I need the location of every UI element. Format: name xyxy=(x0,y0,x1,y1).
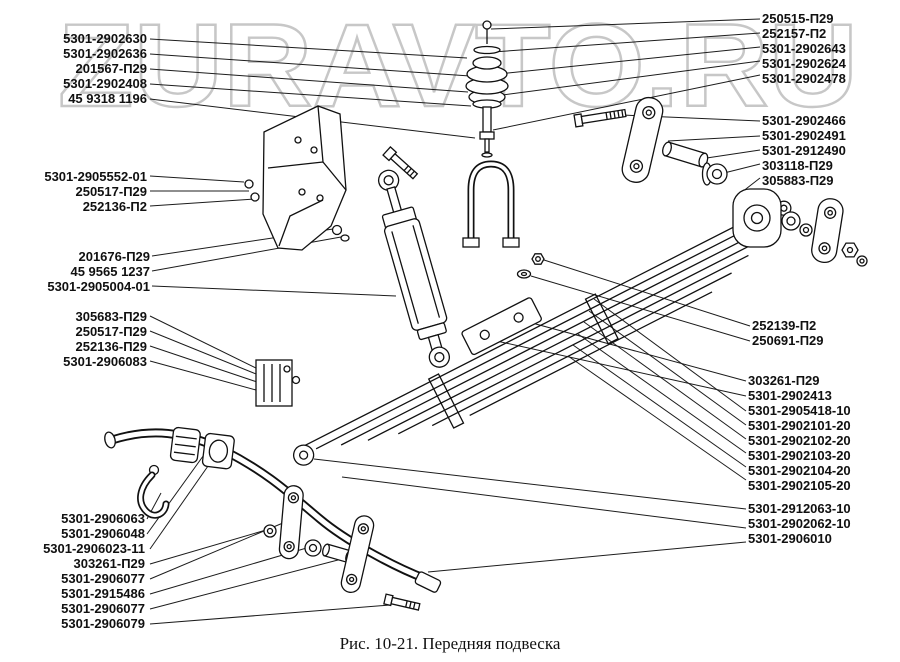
part-number-label: 5301-2902104-20 xyxy=(748,463,851,478)
part-number-label: 5301-2905552-01 xyxy=(44,169,147,184)
part-number-label: 5301-2902636 xyxy=(63,46,147,61)
part-number-label: 5301-2906063 xyxy=(61,511,145,526)
watermark: ZURAVTO.RU xyxy=(58,0,858,132)
shackle-bolt xyxy=(573,108,627,128)
part-number-label: 5301-2902630 xyxy=(63,31,147,46)
part-number-label: 5301-2906079 xyxy=(61,616,145,631)
part-number-label: 5301-2906048 xyxy=(61,526,145,541)
part-number-label: 5301-2902413 xyxy=(748,388,832,403)
part-number-label: 5301-2902408 xyxy=(63,76,147,91)
part-number-label: 5301-2902102-20 xyxy=(748,433,851,448)
part-number-label: 5301-2902643 xyxy=(762,41,846,56)
part-number-label: 250515-П29 xyxy=(762,11,834,26)
label-group-spring-assy: 5301-2912063-10 5301-2902062-10 5301-290… xyxy=(748,501,851,546)
part-number-label: 5301-2915486 xyxy=(61,586,145,601)
leaf-spring xyxy=(292,200,792,466)
part-number-label: 5301-2905418-10 xyxy=(748,403,851,418)
shackle-pin xyxy=(662,141,709,168)
rear-shackle-assembly xyxy=(732,188,868,267)
buffer-assembly xyxy=(465,20,509,158)
part-number-label: 250517-П29 xyxy=(75,184,147,199)
part-number-label: 5301-2906010 xyxy=(748,531,832,546)
part-number-label: 303261-П29 xyxy=(748,373,820,388)
shock-top-bolt xyxy=(382,146,419,180)
upper-shackle-parts xyxy=(573,96,728,186)
part-number-label: 5301-2902062-10 xyxy=(748,516,851,531)
part-number-label: 303118-П29 xyxy=(762,158,833,173)
label-group-shock: 201676-П29 45 9565 1237 5301-2905004-01 xyxy=(0,249,150,294)
part-number-label: 305683-П29 xyxy=(75,309,147,324)
label-group-buffer-parts: 5301-2902630 5301-2902636 201567-П29 530… xyxy=(0,31,147,106)
part-number-label: 5301-2902103-20 xyxy=(748,448,851,463)
part-number-label: 201676-П29 xyxy=(78,249,150,264)
label-group-stabilizer-mount: 305683-П29 250517-П29 252136-П29 5301-29… xyxy=(0,309,147,369)
part-number-label: 5301-2912490 xyxy=(762,143,846,158)
part-number-label: 252157-П2 xyxy=(762,26,827,41)
part-number-label: 252136-П29 xyxy=(75,339,147,354)
part-number-label: 5301-2906077 xyxy=(61,571,145,586)
shackle-plate xyxy=(621,96,664,183)
part-number-label: 252139-П2 xyxy=(752,318,817,333)
label-group-shackle: 5301-2902466 5301-2902491 5301-2912490 3… xyxy=(762,113,846,188)
label-group-center-fasteners: 252139-П2 250691-П29 xyxy=(752,318,824,348)
u-bolt xyxy=(462,160,520,248)
part-number-label: 5301-2902105-20 xyxy=(748,478,851,493)
part-number-label: 5301-2902478 xyxy=(762,71,846,86)
part-number-label: 5301-2902491 xyxy=(762,128,846,143)
part-number-label: 252136-П2 xyxy=(82,199,147,214)
stabilizer-cushions xyxy=(169,426,235,470)
stabilizer-bar xyxy=(104,428,442,593)
part-number-label: 5301-2902101-20 xyxy=(748,418,851,433)
part-number-label: 250517-П29 xyxy=(75,324,147,339)
part-number-label: 5301-2905004-01 xyxy=(47,279,150,294)
shock-absorber xyxy=(377,169,450,368)
label-group-buffer-fasteners: 250515-П29 252157-П2 5301-2902643 5301-2… xyxy=(762,11,846,86)
part-number-label: 5301-2902624 xyxy=(762,56,846,71)
figure-caption: Рис. 10-21. Передняя подвеска xyxy=(339,634,561,653)
part-number-label: 5301-2906077 xyxy=(61,601,145,616)
spring-pad xyxy=(461,297,542,356)
part-number-label: 305883-П29 xyxy=(762,173,834,188)
part-number-label: 201567-П29 xyxy=(75,61,147,76)
label-group-front-bracket: 5301-2905552-01 250517-П29 252136-П2 xyxy=(0,169,147,214)
part-number-label: 45 9318 1196 xyxy=(68,91,147,106)
center-nut-washer xyxy=(516,253,545,279)
front-bracket xyxy=(244,105,350,251)
part-number-label: 303261-П29 xyxy=(73,556,145,571)
part-number-label: 5301-2902466 xyxy=(762,113,846,128)
link-bolt xyxy=(383,593,421,611)
stabilizer-bracket xyxy=(255,359,301,407)
part-number-label: 45 9565 1237 xyxy=(70,264,150,279)
label-group-spring-leaves: 303261-П29 5301-2902413 5301-2905418-10 … xyxy=(748,373,851,493)
part-number-label: 250691-П29 xyxy=(752,333,824,348)
label-group-stabilizer-link: 5301-2906063 5301-2906048 5301-2906023-1… xyxy=(0,511,145,631)
stabilizer-link xyxy=(137,464,170,519)
part-number-label: 5301-2912063-10 xyxy=(748,501,851,516)
part-number-label: 5301-2906083 xyxy=(63,354,147,369)
part-number-label: 5301-2906023-11 xyxy=(43,541,145,556)
link-plates xyxy=(263,485,421,611)
